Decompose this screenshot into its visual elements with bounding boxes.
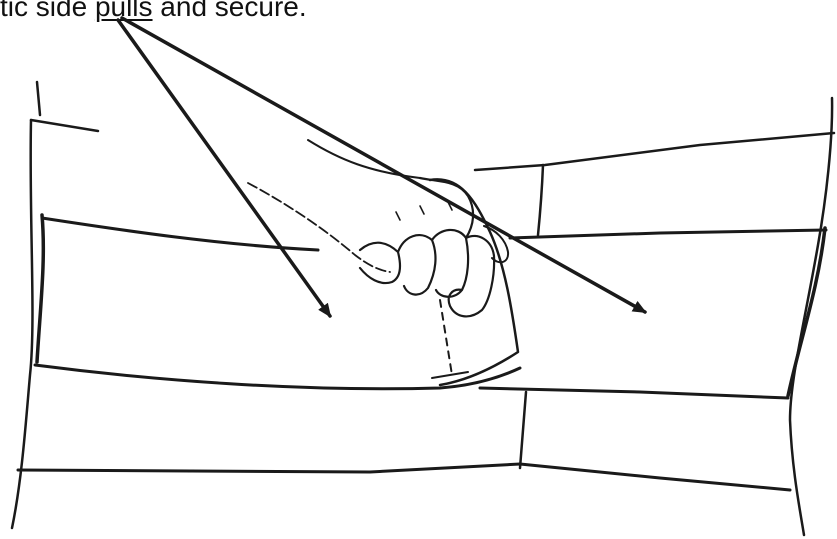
hand-forearm-upper [308,140,420,178]
shirt-upper-line [475,133,834,170]
torso-right-outline [790,98,832,535]
belt-flap-fold-end [432,372,468,378]
belt-top-edge-left [42,218,318,250]
hand-forearm-lower [248,183,390,272]
belt-middle-line-left [35,365,520,389]
lower-band-center-seam [520,392,526,468]
belt-left-edge [37,215,43,362]
hand-fist [360,178,494,316]
torso-left-outline [12,82,40,528]
lower-band-bottom-line [18,464,790,490]
hand-knuckle-marks [396,202,452,220]
upper-panel-seam [538,165,543,235]
belt-top-edge-right [510,230,826,238]
belt-flap-fold-dash [440,300,452,375]
pointer-arrow-right [122,18,645,312]
pointer-arrow-left [118,20,330,316]
torso-left-shoulder-line [31,120,98,131]
